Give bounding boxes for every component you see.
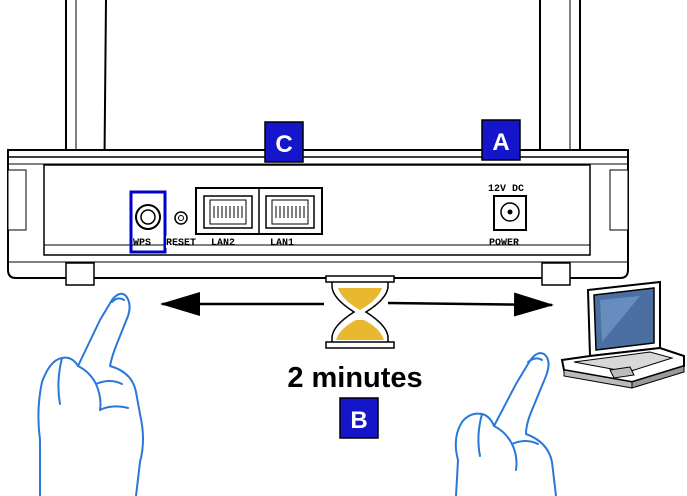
hourglass-icon <box>325 275 395 349</box>
lan2-port-label: LAN2 <box>211 238 235 249</box>
left-hand-icon <box>37 292 144 496</box>
lan-port-block: LAN2 LAN1 <box>195 187 323 249</box>
lan2-port <box>203 195 253 229</box>
callout-b-label: B <box>350 407 367 434</box>
power-rating-label: 12V DC <box>488 184 524 195</box>
reset-port-label: RESET <box>166 238 196 249</box>
wps-highlight-box <box>129 190 167 254</box>
lan1-port <box>265 195 315 229</box>
duration-label: 2 minutes <box>287 362 422 394</box>
callout-c-label: C <box>275 131 292 158</box>
router-body <box>7 149 629 286</box>
power-jack: 12V DC POWER <box>488 184 527 249</box>
wps-button: WPS <box>129 190 167 254</box>
callout-b: B <box>339 397 379 439</box>
wps-port-label: WPS <box>133 238 151 249</box>
reset-button: RESET <box>166 211 196 249</box>
callout-c: C <box>264 121 304 163</box>
callout-a-label: A <box>492 129 509 156</box>
power-port-label: POWER <box>489 238 519 249</box>
right-hand-icon <box>454 352 557 496</box>
lan1-port-label: LAN1 <box>270 238 294 249</box>
callout-a: A <box>481 119 521 161</box>
right-arrow <box>387 292 554 317</box>
laptop-icon <box>560 280 685 389</box>
